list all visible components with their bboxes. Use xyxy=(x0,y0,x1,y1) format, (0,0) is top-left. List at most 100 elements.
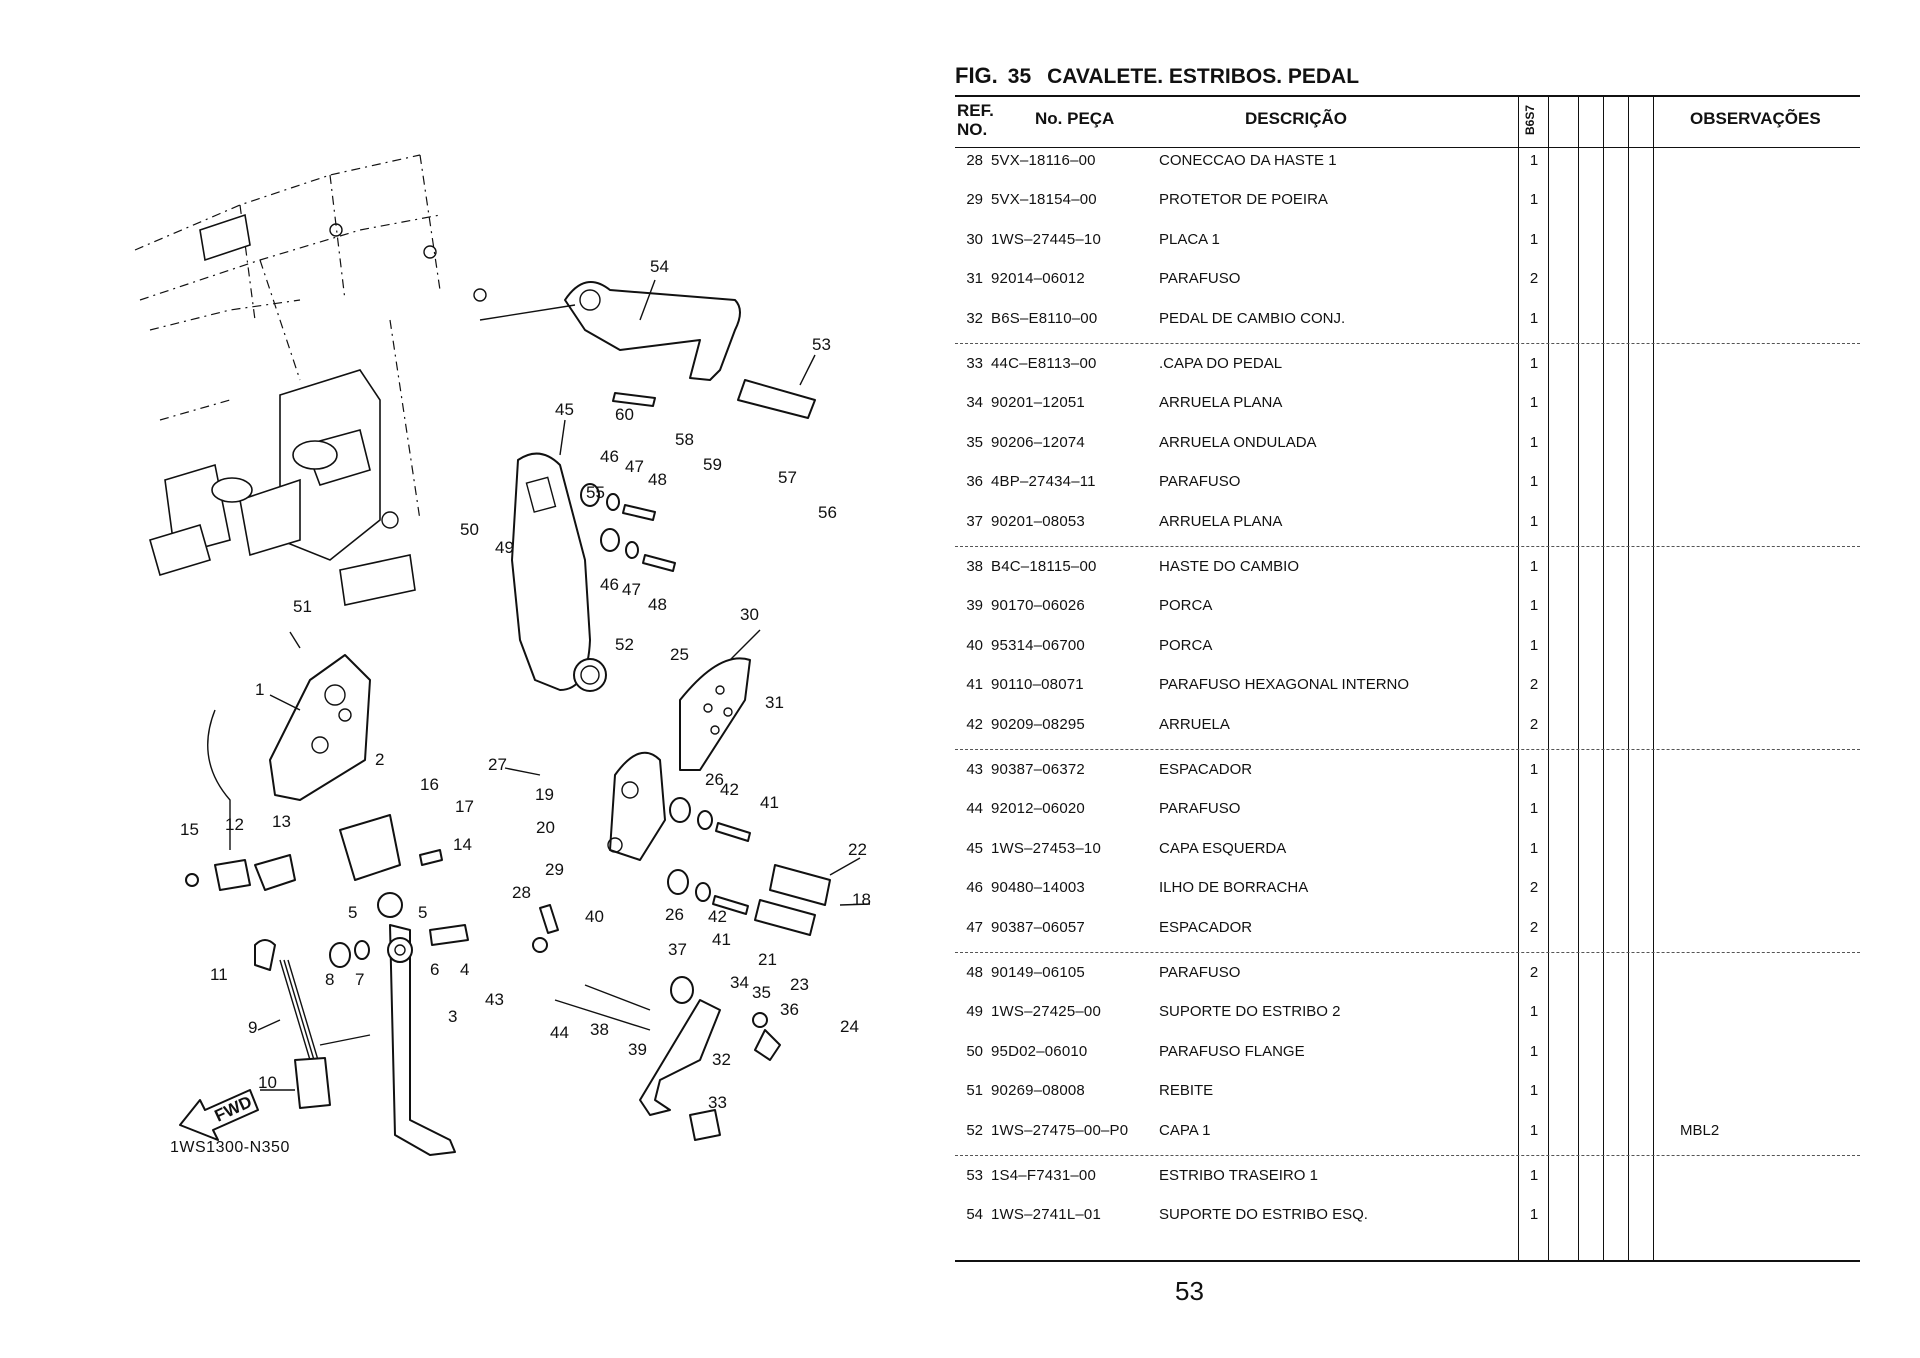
callout-number: 28 xyxy=(512,883,531,902)
row-description: PROTETOR DE POEIRA xyxy=(1159,191,1328,209)
row-description: PARAFUSO xyxy=(1159,473,1241,491)
row-description: CAPA ESQUERDA xyxy=(1159,839,1287,857)
diagram-code: 1WS1300-N350 xyxy=(170,1139,290,1156)
callout-number: 35 xyxy=(752,983,771,1002)
callout-number: 59 xyxy=(703,455,722,474)
column-divider xyxy=(1603,95,1604,1260)
row-description: CONECCAO DA HASTE 1 xyxy=(1159,152,1337,169)
row-part-number: 1WS–27445–10 xyxy=(991,230,1101,248)
row-quantity: 1 xyxy=(1529,1206,1539,1224)
row-part-number: 90201–12051 xyxy=(991,394,1085,412)
row-ref: 45 xyxy=(966,839,983,857)
column-divider xyxy=(1548,95,1549,1260)
callout-number: 9 xyxy=(248,1018,257,1037)
row-part-number: 90110–08071 xyxy=(991,676,1084,694)
row-part-number: 1S4–F7431–00 xyxy=(991,1167,1096,1184)
figure-label: FIG. xyxy=(955,63,998,88)
group-separator xyxy=(955,546,1860,547)
callout-number: 53 xyxy=(812,335,831,354)
row-part-number: 92012–06020 xyxy=(991,800,1085,818)
row-ref: 39 xyxy=(966,597,983,615)
callout-number: 16 xyxy=(420,775,439,794)
header-description: DESCRIÇÃO xyxy=(1245,109,1348,128)
row-part-number: 90480–14003 xyxy=(991,879,1085,897)
row-description: PORCA xyxy=(1159,597,1213,615)
callout-number: 32 xyxy=(712,1050,731,1069)
callout-number: 37 xyxy=(668,940,687,959)
callout-number: 15 xyxy=(180,820,199,839)
row-ref: 50 xyxy=(966,1042,983,1060)
row-description: ARRUELA PLANA xyxy=(1159,512,1283,530)
callout-number: 11 xyxy=(210,965,228,984)
row-quantity: 1 xyxy=(1529,558,1539,575)
row-ref: 42 xyxy=(966,715,983,733)
row-ref: 37 xyxy=(966,512,983,530)
row-quantity: 1 xyxy=(1529,636,1539,654)
callout-number: 54 xyxy=(650,257,669,276)
row-quantity: 1 xyxy=(1529,1167,1539,1184)
row-description: PARAFUSO xyxy=(1159,964,1241,981)
callout-number: 23 xyxy=(790,975,809,994)
row-part-number: 1WS–27475–00–P0 xyxy=(991,1121,1129,1139)
row-ref: 28 xyxy=(966,152,983,169)
row-description: ESPACADOR xyxy=(1159,761,1253,778)
callout-number: 56 xyxy=(818,503,837,522)
row-description: ESPACADOR xyxy=(1159,918,1253,936)
row-quantity: 1 xyxy=(1529,1003,1539,1021)
row-ref: 47 xyxy=(966,918,983,936)
callout-number: 26 xyxy=(705,770,724,789)
callout-number: 43 xyxy=(485,990,504,1009)
callout-number: 21 xyxy=(758,950,777,969)
row-quantity: 2 xyxy=(1529,918,1539,936)
group-separator xyxy=(955,1155,1860,1156)
row-part-number: 90149–06105 xyxy=(991,964,1085,981)
row-ref: 40 xyxy=(966,636,983,654)
row-quantity: 1 xyxy=(1529,473,1539,491)
row-part-number: 90201–08053 xyxy=(991,512,1085,530)
row-quantity: 2 xyxy=(1529,715,1539,733)
row-part-number: 1WS–27453–10 xyxy=(991,839,1101,857)
row-part-number: 90206–12074 xyxy=(991,433,1085,451)
row-part-number: 1WS–27425–00 xyxy=(991,1003,1101,1021)
callout-number: 30 xyxy=(740,605,759,624)
callout-number: 18 xyxy=(852,890,871,909)
row-description: SUPORTE DO ESTRIBO ESQ. xyxy=(1159,1206,1368,1224)
row-description: ARRUELA ONDULADA xyxy=(1159,433,1317,451)
callout-number: 26 xyxy=(665,905,684,924)
callout-number: 17 xyxy=(455,797,474,816)
table-bottom-rule xyxy=(955,1260,1860,1262)
header-ref-no: REF. NO. xyxy=(957,101,994,139)
row-description: SUPORTE DO ESTRIBO 2 xyxy=(1159,1003,1341,1021)
callout-number: 41 xyxy=(712,930,731,949)
row-ref: 54 xyxy=(966,1206,983,1224)
main-bracket xyxy=(207,654,371,850)
callout-number: 60 xyxy=(615,405,634,424)
row-quantity: 1 xyxy=(1529,355,1539,372)
callout-number: 52 xyxy=(615,635,634,654)
callout-number: 46 xyxy=(600,575,619,594)
row-part-number: 5VX–18116–00 xyxy=(991,152,1096,169)
row-description: PARAFUSO HEXAGONAL INTERNO xyxy=(1159,676,1410,694)
callout-number: 31 xyxy=(765,693,784,712)
row-description: CAPA 1 xyxy=(1159,1121,1211,1139)
row-ref: 31 xyxy=(966,270,983,288)
group-separator xyxy=(955,952,1860,953)
row-description: PORCA xyxy=(1159,636,1213,654)
row-ref: 29 xyxy=(966,191,983,209)
footrest-plate xyxy=(679,657,751,771)
